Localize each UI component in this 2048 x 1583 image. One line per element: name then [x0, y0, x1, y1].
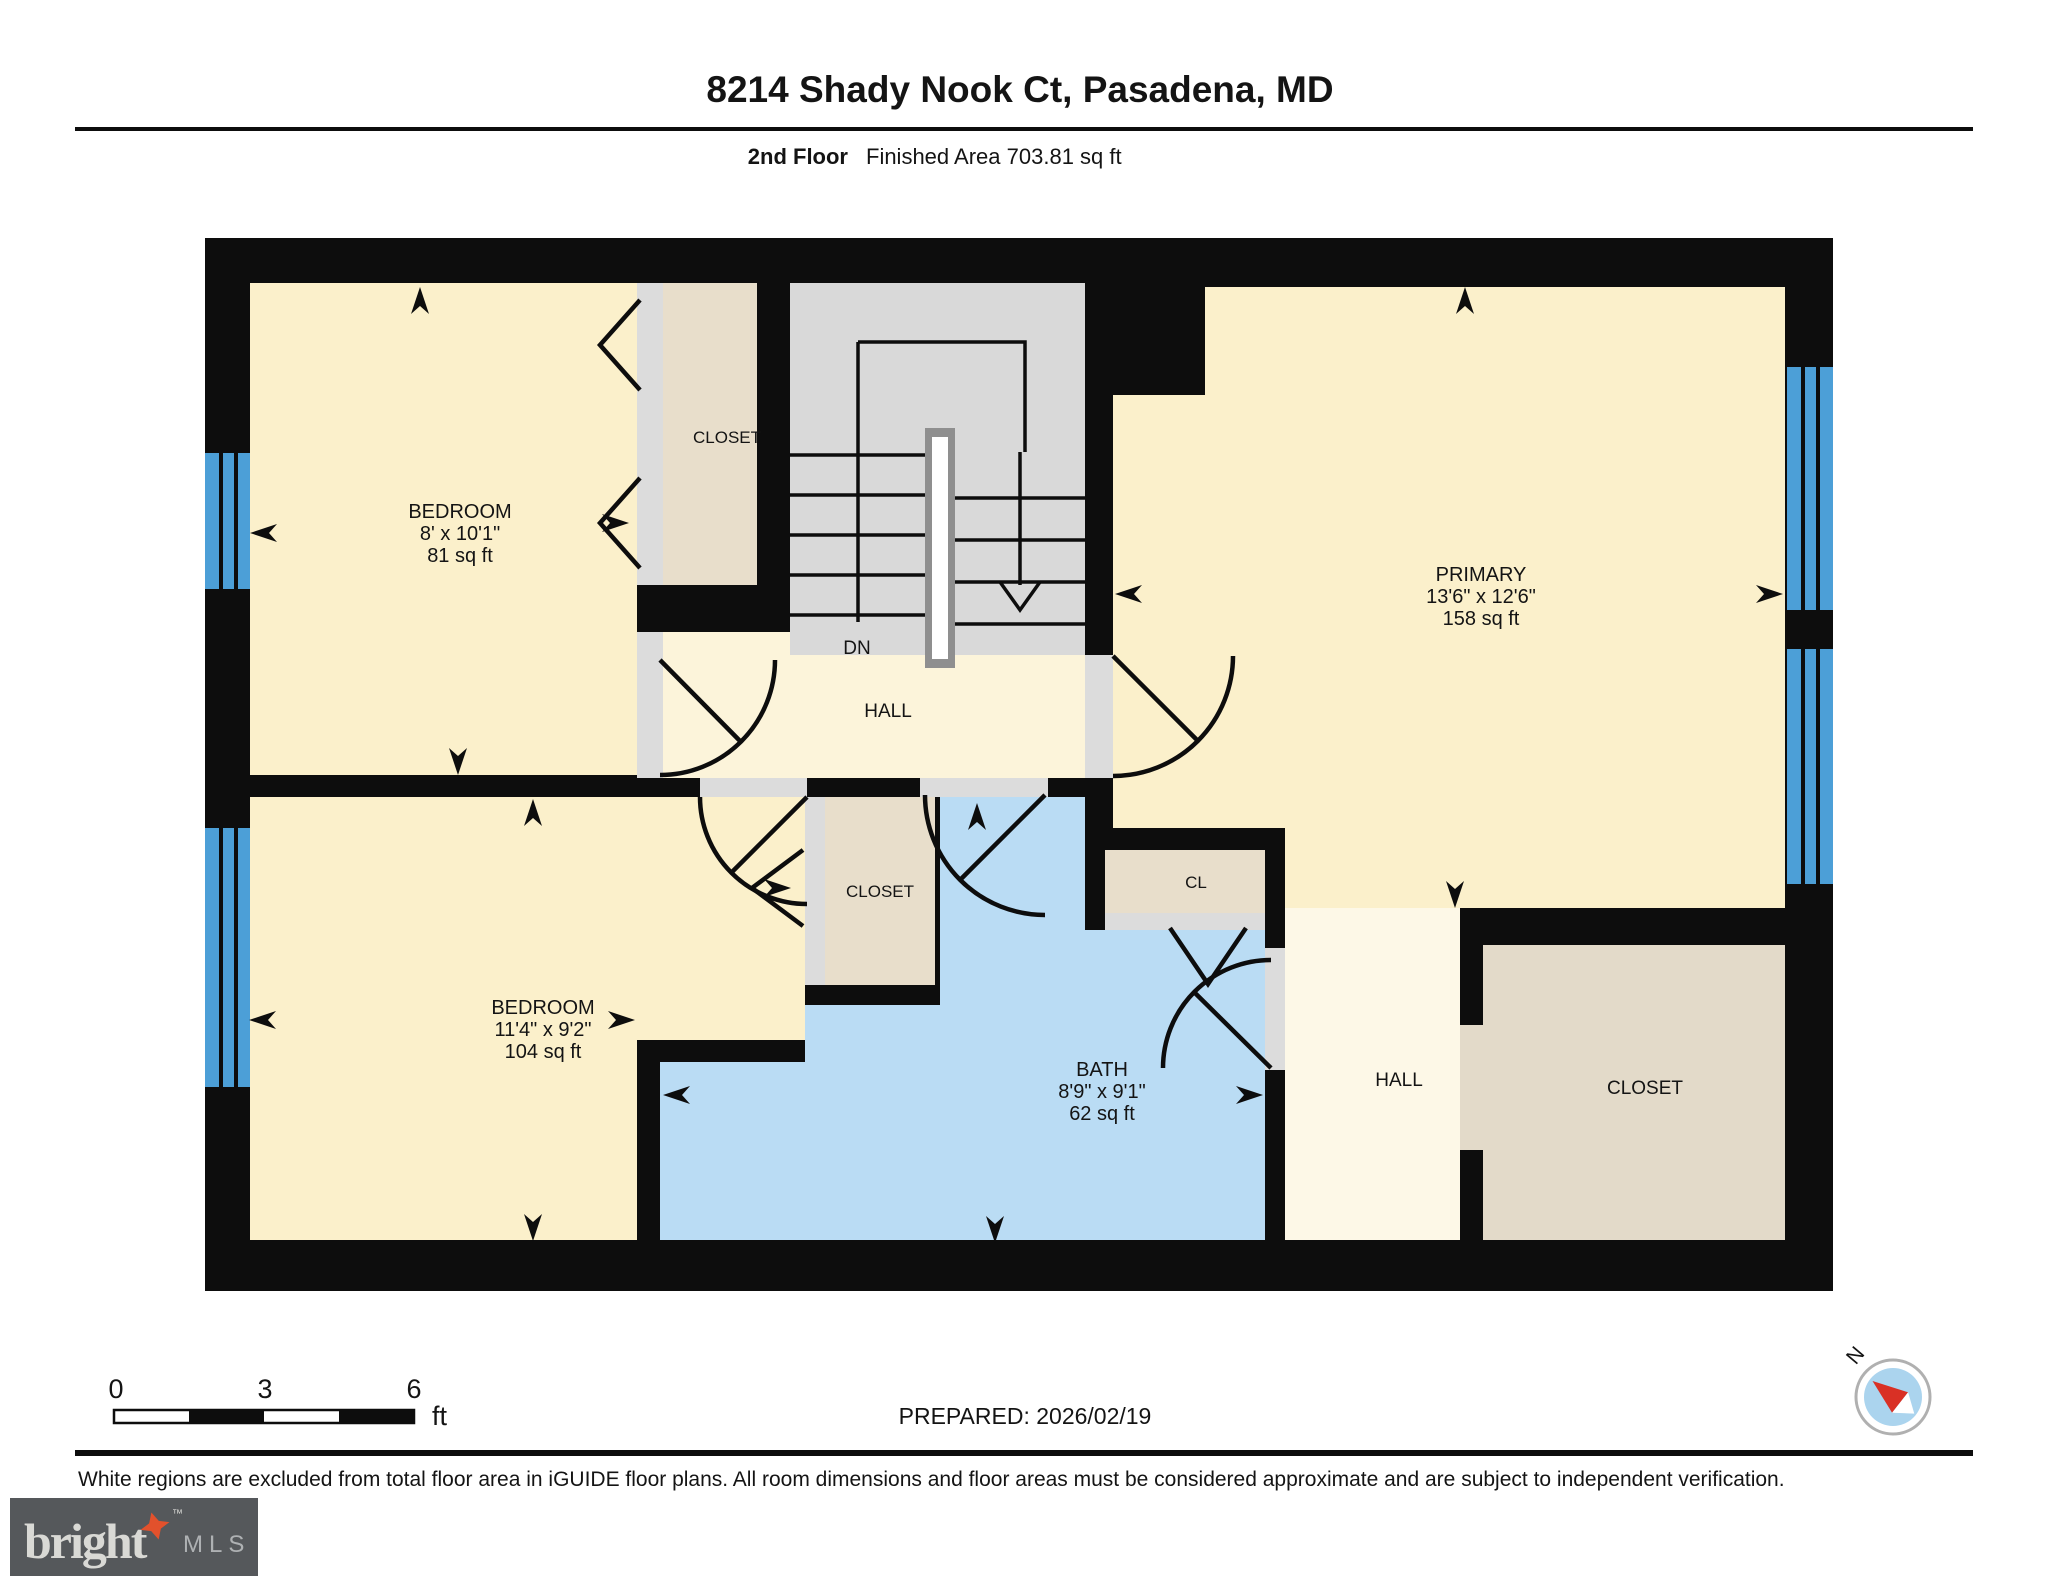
window-right-bottom [1787, 649, 1833, 884]
door-strip-bedroom-top [637, 632, 663, 778]
closet-mid-label: CLOSET [846, 882, 914, 901]
primary-dims: 13'6" x 12'6" [1426, 586, 1536, 608]
bedroom-bottom-area: 104 sq ft [505, 1041, 582, 1063]
door-leaf-bath [958, 793, 1047, 882]
stair-down-arrow-icon [998, 580, 1042, 614]
room-hall-upper [663, 632, 1085, 778]
opening-closet-bottom-right [1460, 1025, 1483, 1150]
door-leaf-bedroom-bottom [729, 795, 809, 875]
door-leaf-primary [1111, 654, 1200, 743]
compass-needle-north [1872, 1380, 1909, 1413]
scale-tick-6: 6 [406, 1374, 421, 1404]
finished-area-label: Finished Area 703.81 sq ft [866, 144, 1122, 169]
primary-area: 158 sq ft [1443, 608, 1520, 630]
room-labels: CLOSET DN HALL BEDROOM 8' x 10'1" 81 sq … [408, 428, 1683, 1125]
room-closet-cl [1105, 850, 1265, 913]
bifold-door-closet-top-lower-icon [596, 476, 642, 570]
room-bedroom-top [250, 283, 637, 775]
room-closet-bottom-right [1483, 945, 1785, 1240]
compass-north-label: N [1842, 1342, 1869, 1368]
primary-name: PRIMARY [1436, 564, 1527, 586]
bath-name: BATH [1076, 1059, 1128, 1081]
logo-tm: ™ [172, 1508, 183, 1520]
door-leaf-bath-hall [1192, 990, 1273, 1070]
closet-bottom-right-label: CLOSET [1607, 1078, 1683, 1099]
page-title: 8214 Shady Nook Ct, Pasadena, MD [706, 69, 1333, 110]
door-strip-closet-mid [805, 797, 825, 985]
hall-lower-label: HALL [1375, 1070, 1423, 1091]
bedroom-top-area: 81 sq ft [427, 545, 493, 567]
closet-top-label: CLOSET [693, 428, 761, 447]
bedroom-top-dims: 8' x 10'1" [420, 523, 500, 545]
header-divider [75, 127, 1973, 131]
door-strip-closet-top [637, 283, 663, 585]
floor-label: 2nd Floor [748, 144, 849, 169]
header: 8214 Shady Nook Ct, Pasadena, MD 2nd Flo… [75, 69, 1973, 169]
footer-divider [75, 1450, 1973, 1456]
brightmls-logo: bright ™ MLS [10, 1498, 258, 1576]
bedroom-bottom-dims: 11'4" x 9'2" [494, 1019, 591, 1041]
closet-cl-label: CL [1185, 873, 1207, 892]
bifold-door-closet-cl-icon [1168, 926, 1248, 989]
stair-details [790, 340, 1085, 668]
room-bedroom-bottom [250, 797, 805, 1240]
disclaimer-text: White regions are excluded from total fl… [78, 1468, 1785, 1491]
bath-area: 62 sq ft [1069, 1103, 1135, 1125]
room-primary [1113, 287, 1785, 908]
room-closet-mid [825, 797, 935, 985]
bedroom-top-name: BEDROOM [408, 501, 511, 523]
door-leaf-bedroom-top [658, 658, 743, 744]
door-gap-bath [920, 778, 1048, 797]
bath-dims: 8'9" x 9'1" [1058, 1081, 1145, 1103]
stair-railing-inner [932, 437, 948, 659]
scale-tick-0: 0 [108, 1374, 123, 1404]
scale-bar: 0 3 6 ft [108, 1374, 447, 1431]
bifold-door-closet-mid-icon [748, 848, 805, 928]
bedroom-bottom-name: BEDROOM [491, 997, 594, 1019]
footer: 0 3 6 ft PREPARED: 2026/02/19 N White re… [10, 1342, 1973, 1576]
room-hall-lower [1285, 908, 1460, 1240]
logo-suffix-text: MLS [183, 1531, 250, 1558]
floor-plan: CLOSET DN HALL BEDROOM 8' x 10'1" 81 sq … [205, 238, 1833, 1291]
compass-needle-south [1892, 1392, 1915, 1414]
window-right-top [1787, 367, 1833, 610]
hall-upper-label: HALL [864, 701, 912, 722]
compass-icon: N [1842, 1342, 1932, 1436]
doors [596, 298, 1273, 1070]
scale-tick-3: 3 [257, 1374, 272, 1404]
room-bath [660, 797, 1265, 1240]
window-left-bottom [205, 828, 250, 1087]
stairs-dn-label: DN [843, 638, 870, 659]
door-gap-primary [1085, 655, 1113, 778]
door-gap-bedroom-bottom [700, 778, 807, 797]
logo-brand-text: bright [24, 1513, 148, 1569]
prepared-date: PREPARED: 2026/02/19 [899, 1403, 1152, 1429]
bifold-door-closet-top-upper-icon [596, 298, 642, 392]
scale-unit: ft [432, 1401, 448, 1431]
door-strip-closet-cl [1105, 913, 1265, 930]
logo-star-icon [140, 1512, 170, 1540]
door-gap-bath-hall [1265, 948, 1285, 1070]
window-left-top [205, 453, 250, 589]
room-closet-top [663, 283, 757, 585]
